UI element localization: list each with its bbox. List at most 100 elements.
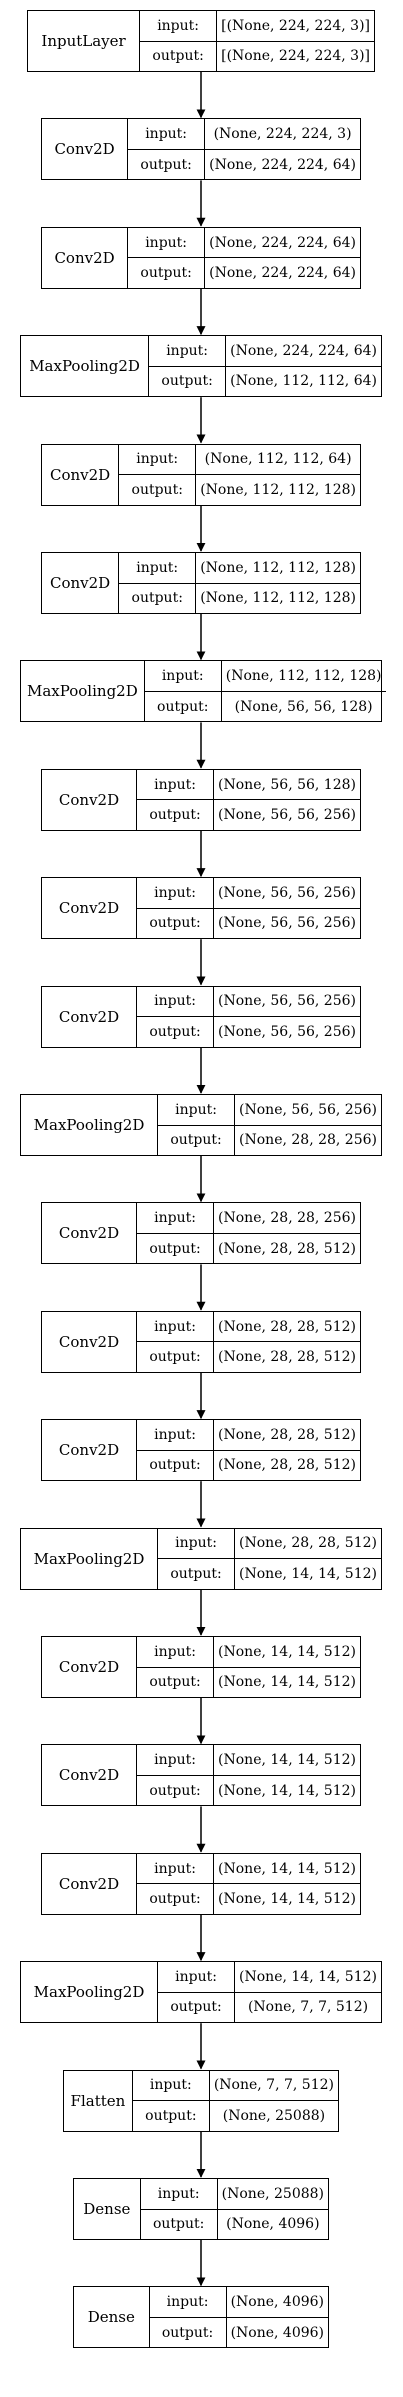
layer-output-row: output:(None, 56, 56, 256) xyxy=(137,907,360,939)
layer-input-row: input:(None, 28, 28, 512) xyxy=(158,1528,381,1559)
layer-type: Conv2D xyxy=(42,769,138,830)
layer-output-row: output:[(None, 224, 224, 3)] xyxy=(140,40,374,71)
layer-output-row: output:(None, 28, 28, 512) xyxy=(137,1232,360,1264)
input-label: input: xyxy=(141,2179,218,2209)
output-shape: (None, 25088) xyxy=(222,2107,326,2124)
input-label: input: xyxy=(119,553,197,583)
output-label: output: xyxy=(133,2101,210,2131)
output-label: output: xyxy=(158,1559,236,1589)
layer-type: Conv2D xyxy=(42,1311,138,1372)
output-label: output: xyxy=(145,691,222,722)
layer-output-row: output:(None, 224, 224, 64) xyxy=(128,257,360,288)
input-label: input: xyxy=(137,1311,215,1342)
layer-input-row: input:(None, 224, 224, 3) xyxy=(128,119,360,149)
input-label: input: xyxy=(149,336,227,366)
layer-input-row: input:(None, 112, 112, 128) xyxy=(119,553,360,583)
output-label: output: xyxy=(137,1884,215,1914)
layer-output-row: output: (None, 7, 7, 512) xyxy=(158,1991,381,2023)
output-shape: (None, 4096) xyxy=(230,2324,324,2341)
layer-type: Flatten xyxy=(64,2070,133,2131)
output-shape: (None, 7, 7, 512) xyxy=(247,1999,369,2016)
layer-type: Conv2D xyxy=(42,1637,138,1697)
layer-output-row: output:(None, 56, 56, 128) xyxy=(144,690,386,722)
output-label: output: xyxy=(119,583,197,613)
layer-output-row: output:(None, 14, 14, 512) xyxy=(158,1558,381,1589)
layer-input-row: input:(None, 224, 224, 64) xyxy=(128,227,360,258)
input-label: input: xyxy=(137,878,215,908)
input-label: input: xyxy=(137,1203,215,1233)
layer-input-row: input:(None, 28, 28, 512) xyxy=(137,1420,360,1450)
output-shape: (None, 28, 28, 512) xyxy=(218,1349,356,1366)
output-shape: (None, 56, 56, 256) xyxy=(218,915,356,932)
output-shape: (None, 28, 28, 512) xyxy=(218,1457,356,1474)
output-shape: (None, 14, 14, 512) xyxy=(218,1782,356,1799)
layer-type: MaxPooling2D xyxy=(21,1962,159,2023)
layer-input-row: input:(None, 14, 14, 512) xyxy=(137,1853,360,1884)
input-label: input: xyxy=(137,769,215,800)
layer-output-row: output:(None, 112, 112, 64) xyxy=(149,365,381,397)
input-shape: (None, 14, 14, 512) xyxy=(218,1860,356,1877)
input-shape: (None, 25088) xyxy=(221,2185,324,2202)
output-label: output: xyxy=(137,1233,215,1264)
layer-type: Conv2D xyxy=(42,878,138,939)
output-label: output: xyxy=(137,1450,215,1481)
layer-input-row: input:(None, 14, 14, 512) xyxy=(137,1637,360,1667)
output-shape: (None, 224, 224, 64) xyxy=(209,265,356,282)
output-label: output: xyxy=(137,1342,215,1372)
input-label: input: xyxy=(128,227,206,258)
output-label: output: xyxy=(137,1775,215,1806)
input-shape: (None, 112, 112, 128) xyxy=(200,559,356,576)
input-shape: [(None, 224, 224, 3)] xyxy=(221,17,370,34)
layer-type: Conv2D xyxy=(42,1853,138,1914)
input-shape: (None, 56, 56, 256) xyxy=(218,993,356,1010)
input-label: input: xyxy=(140,11,218,41)
input-label: input: xyxy=(158,1528,236,1559)
layer-input-row: input:(None, 56, 56, 256) xyxy=(137,986,360,1017)
layer-input-row: input:(None, 14, 14, 512) xyxy=(158,1962,381,1992)
layer-output-row: output:(None, 28, 28, 512) xyxy=(137,1449,360,1481)
input-label: input: xyxy=(137,986,215,1017)
output-label: output: xyxy=(158,1125,236,1155)
layer-output-row: output:(None, 56, 56, 256) xyxy=(137,1016,360,1047)
layer-input-row: input:(None, 112, 112, 128) xyxy=(145,661,386,691)
output-label: output: xyxy=(150,2317,227,2348)
layer-input-row: input:(None, 25088) xyxy=(141,2179,328,2209)
input-label: input: xyxy=(119,444,197,475)
layer-type: Conv2D xyxy=(42,1420,138,1481)
output-shape: (None, 4096) xyxy=(226,2216,320,2233)
output-shape: (None, 14, 14, 512) xyxy=(239,1565,377,1582)
layer-input-row: input:(None, 7, 7, 512) xyxy=(133,2070,338,2101)
output-shape: (None, 224, 224, 64) xyxy=(209,156,356,173)
layer-input-row: input:[(None, 224, 224, 3)] xyxy=(140,11,374,41)
layer-input-row: input:(None, 224, 224, 64) xyxy=(149,336,381,366)
layer-type: Conv2D xyxy=(42,1745,138,1806)
output-shape: (None, 28, 28, 256) xyxy=(239,1132,377,1149)
output-label: output: xyxy=(158,1992,236,2023)
layer-type: Conv2D xyxy=(42,444,120,505)
input-shape: (None, 28, 28, 256) xyxy=(218,1210,356,1227)
input-label: input: xyxy=(137,1853,215,1884)
input-shape: (None, 14, 14, 512) xyxy=(218,1752,356,1769)
input-shape: (None, 56, 56, 256) xyxy=(218,884,356,901)
layer-output-row: output: (None, 25088) xyxy=(132,2100,338,2131)
output-shape: (None, 14, 14, 512) xyxy=(218,1891,356,1908)
input-label: input: xyxy=(150,2287,227,2317)
layer-input-row: input:(None, 56, 56, 256) xyxy=(158,1095,381,1125)
layer-input-row: input:(None, 14, 14, 512) xyxy=(137,1745,360,1775)
layer-output-row: output:(None, 28, 28, 256) xyxy=(158,1124,381,1155)
layer-output-row: output:(None, 14, 14, 512) xyxy=(137,1774,360,1806)
input-label: input: xyxy=(158,1962,236,1992)
input-shape: (None, 112, 112, 128) xyxy=(225,668,382,685)
